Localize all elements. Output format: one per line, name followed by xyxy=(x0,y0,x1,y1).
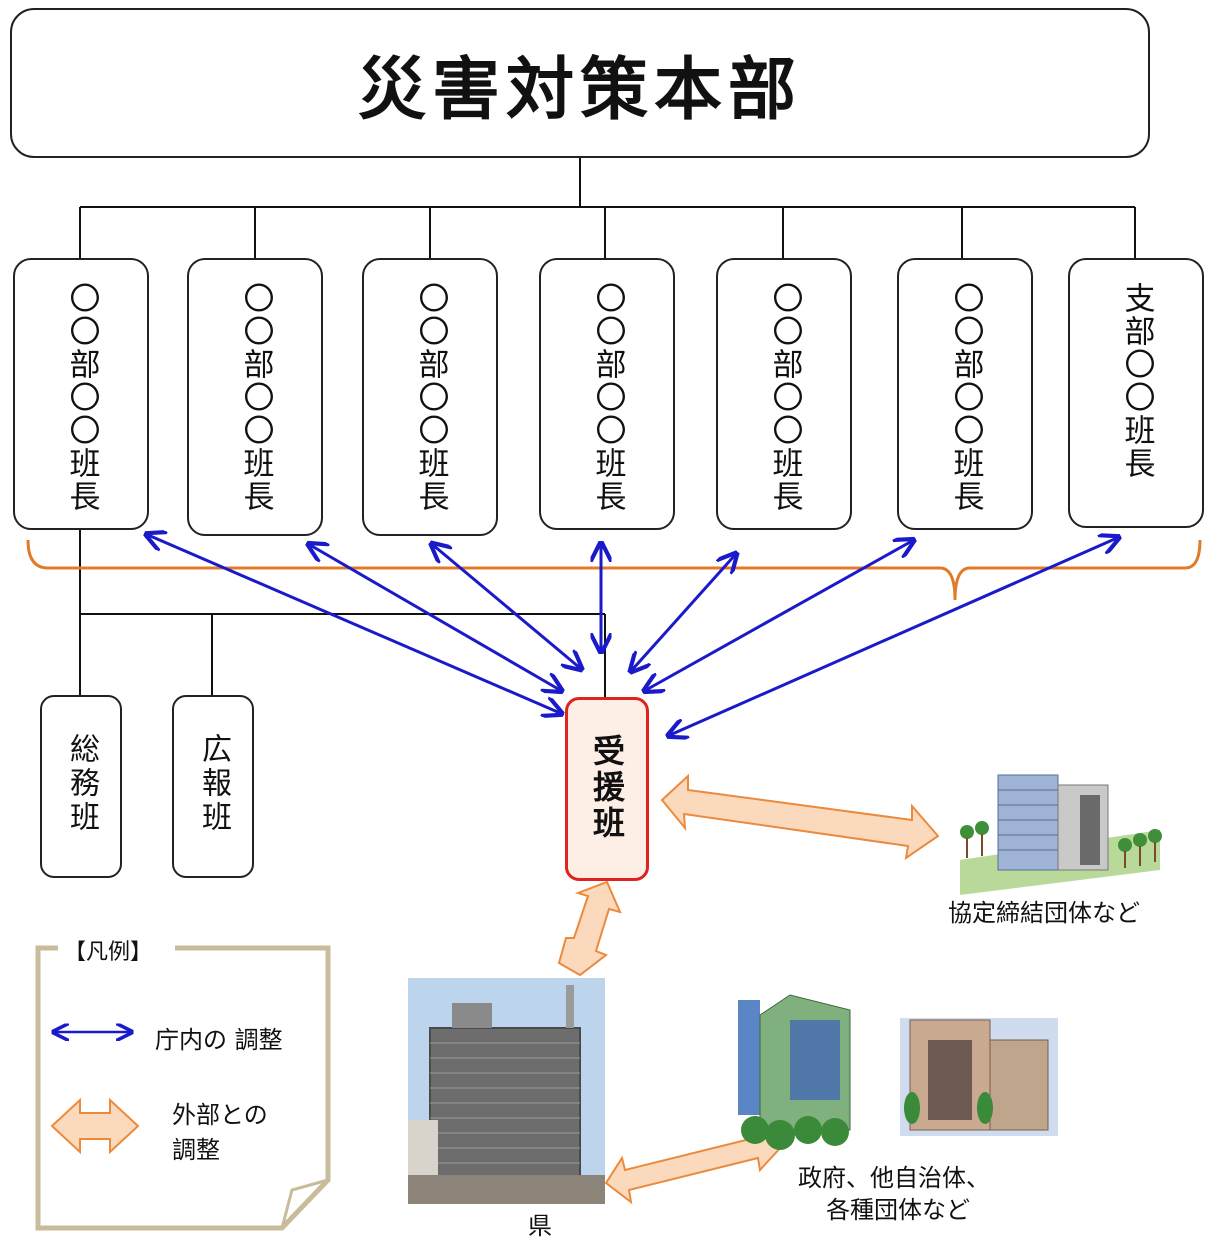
unit-box-branch: 支部〇〇班長 xyxy=(1068,258,1204,528)
agreement-building-illustration xyxy=(960,774,1162,895)
agreement-orgs-label: 協定締結団体など xyxy=(948,899,1140,927)
unit-label-4: 〇〇部〇〇班長 xyxy=(589,282,626,513)
unit-box-1: 〇〇部〇〇班長 xyxy=(13,258,149,530)
general-affairs-box: 総務班 xyxy=(40,695,122,878)
legend-internal-label: 庁内の 調整 xyxy=(155,1026,283,1054)
unit-label-1: 〇〇部〇〇班長 xyxy=(63,282,100,513)
unit-box-5: 〇〇部〇〇班長 xyxy=(716,258,852,530)
public-relations-box: 広報班 xyxy=(172,695,254,878)
general-affairs-label: 総務班 xyxy=(64,733,99,835)
legend-external-label-line1: 外部との xyxy=(172,1101,268,1129)
unit-label-3: 〇〇部〇〇班長 xyxy=(412,282,449,513)
external-arrows xyxy=(557,773,940,1205)
unit-box-3: 〇〇部〇〇班長 xyxy=(362,258,498,536)
public-relations-label: 広報班 xyxy=(196,733,231,835)
group-bracket xyxy=(26,539,1202,601)
unit-label-5: 〇〇部〇〇班長 xyxy=(766,282,803,513)
legend-external-arrow xyxy=(50,1097,140,1155)
legend-title: 【凡例】 xyxy=(58,934,159,966)
prefecture-building-photo xyxy=(408,978,605,1204)
internal-arrows xyxy=(148,535,1117,735)
support-team-box: 受援班 xyxy=(565,697,649,881)
government-label-line1: 政府、他自治体、 xyxy=(798,1164,990,1192)
headquarters-title: 災害対策本部 xyxy=(357,50,802,130)
unit-box-6: 〇〇部〇〇班長 xyxy=(897,258,1033,530)
prefecture-label: 県 xyxy=(528,1212,552,1240)
unit-box-4: 〇〇部〇〇班長 xyxy=(539,258,675,530)
government-label-line2: 各種団体など xyxy=(826,1196,970,1224)
unit-box-2: 〇〇部〇〇班長 xyxy=(187,258,323,536)
headquarters-box: 災害対策本部 xyxy=(10,8,1150,158)
unit-label-branch: 支部〇〇班長 xyxy=(1118,282,1155,480)
unit-label-2: 〇〇部〇〇班長 xyxy=(237,282,274,513)
legend-frame xyxy=(35,945,331,1231)
government-buildings-illustration xyxy=(738,994,1058,1150)
unit-label-6: 〇〇部〇〇班長 xyxy=(947,282,984,513)
support-team-label: 受援班 xyxy=(588,734,626,842)
legend-external-label-line2: 調整 xyxy=(172,1136,220,1164)
